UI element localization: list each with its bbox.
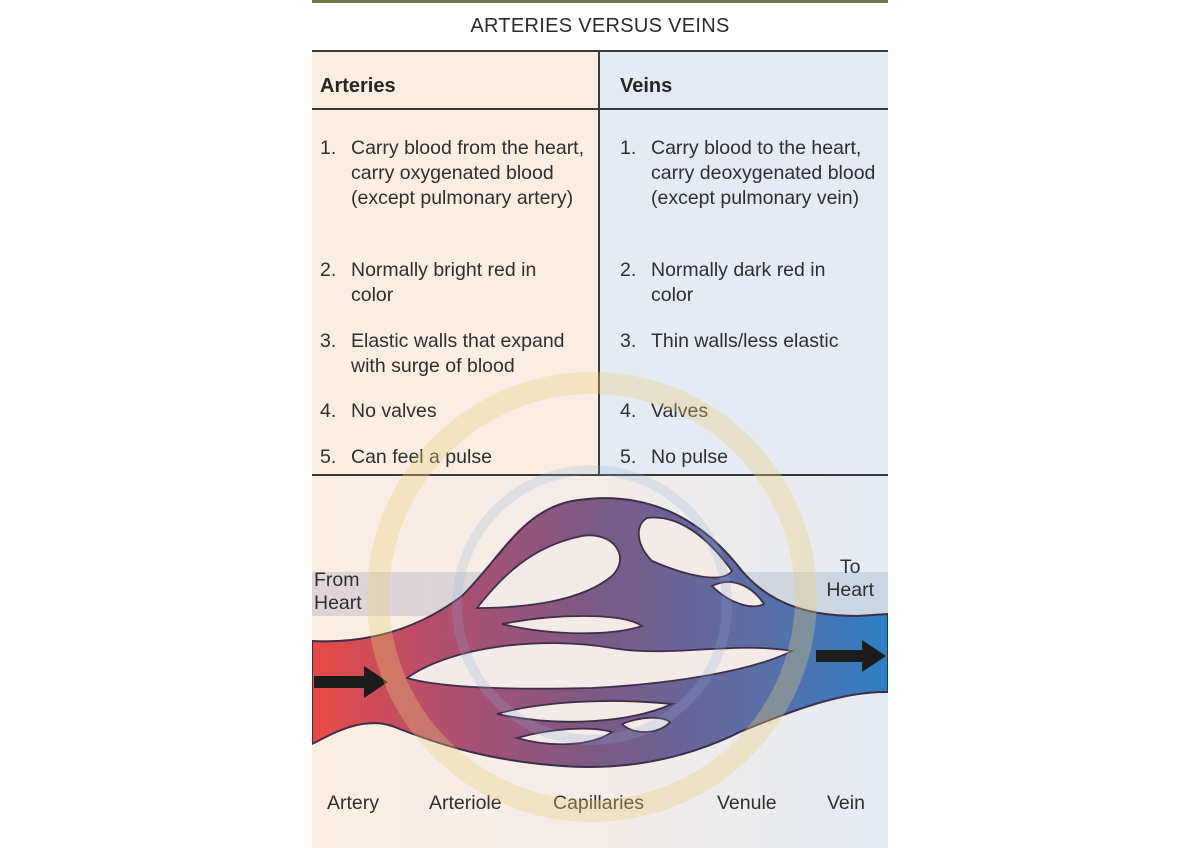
inflow-arrow-shaft — [314, 676, 366, 688]
capillary-gap — [620, 716, 672, 733]
arteriole-label: Arteriole — [429, 792, 502, 814]
figure-title: ARTERIES VERSUS VEINS — [470, 15, 730, 37]
artery-item-4: 4. No valves — [320, 400, 437, 422]
venule-label: Venule — [717, 792, 777, 814]
artery-item-2: 2. Normally bright red in color — [320, 259, 537, 306]
vein-item-1: 1. Carry blood to the heart, carry deoxy… — [620, 137, 876, 209]
vein-label: Vein — [827, 792, 865, 814]
capillary-gap — [638, 516, 734, 579]
top-rule — [312, 0, 888, 3]
arteries-veins-figure: ARTERIES VERSUS VEINS Arteries 1. Carry … — [312, 0, 888, 848]
blood-flow-diagram: From Heart To Heart Artery Arteriole Cap… — [312, 476, 888, 848]
vessel-network-svg — [312, 497, 888, 768]
inflow-arrow-head — [364, 666, 388, 698]
outflow-arrow-shaft — [816, 650, 864, 662]
capillaries-label: Capillaries — [553, 792, 645, 814]
capillary-gap — [513, 727, 615, 746]
veins-column: Veins 1. Carry blood to the heart, carry… — [598, 52, 888, 474]
vein-item-4: 4. Valves — [620, 400, 709, 422]
vein-item-2: 2. Normally dark red in color — [620, 259, 826, 306]
arteries-column: Arteries 1. Carry blood from the heart, … — [312, 52, 598, 474]
outflow-arrow-head — [862, 640, 886, 672]
artery-item-3: 3. Elastic walls that expand with surge … — [320, 330, 565, 377]
artery-item-5: 5. Can feel a pulse — [320, 446, 492, 468]
arteries-heading: Arteries — [312, 52, 598, 110]
vein-item-5: 5. No pulse — [620, 446, 728, 468]
capillary-gap — [496, 700, 676, 723]
capillary-gap — [501, 615, 644, 635]
capillary-gaps — [404, 516, 795, 746]
flow-arrows — [314, 640, 886, 698]
vein-item-3: 3. Thin walls/less elastic — [620, 330, 839, 352]
veins-heading: Veins — [600, 52, 888, 110]
artery-item-1: 1. Carry blood from the heart, carry oxy… — [320, 137, 585, 209]
to-heart-label: To Heart — [826, 556, 874, 601]
from-heart-label: From Heart — [314, 569, 362, 614]
artery-label: Artery — [327, 792, 380, 814]
capillary-gap — [710, 581, 766, 608]
comparison-table: Arteries 1. Carry blood from the heart, … — [312, 50, 888, 476]
capillary-gap — [475, 534, 621, 609]
capillary-gap — [404, 642, 795, 690]
